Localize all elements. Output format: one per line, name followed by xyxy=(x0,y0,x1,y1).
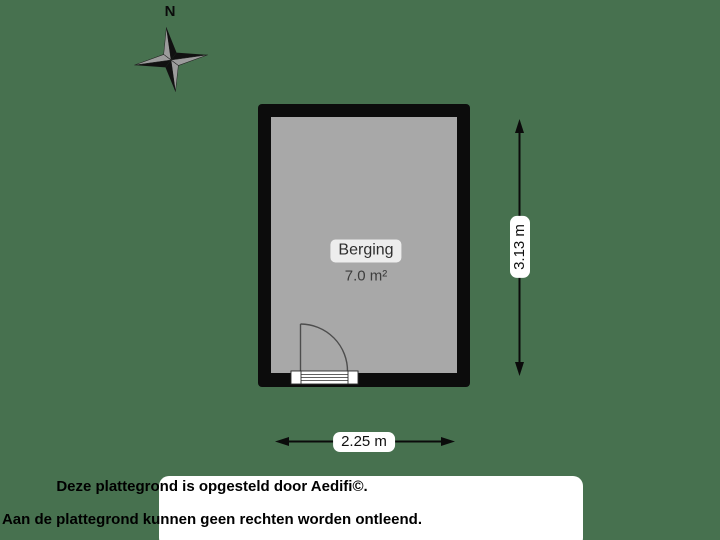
width-dimension-label: 2.25 m xyxy=(333,432,395,452)
compass-rose-icon xyxy=(134,27,208,92)
disclaimer-panel xyxy=(159,476,583,540)
compass-rose: N xyxy=(125,2,215,102)
disclaimer-line-1: Deze plattegrond is opgesteld door Aedif… xyxy=(56,478,368,495)
compass-north-label: N xyxy=(164,3,176,20)
disclaimer-line-2: Aan de plattegrond kunnen geen rechten w… xyxy=(1,511,423,528)
height-dimension-label: 3.13 m xyxy=(510,216,530,278)
room-name-label: Berging xyxy=(330,239,402,263)
room-area-label: 7.0 m² xyxy=(344,267,388,285)
